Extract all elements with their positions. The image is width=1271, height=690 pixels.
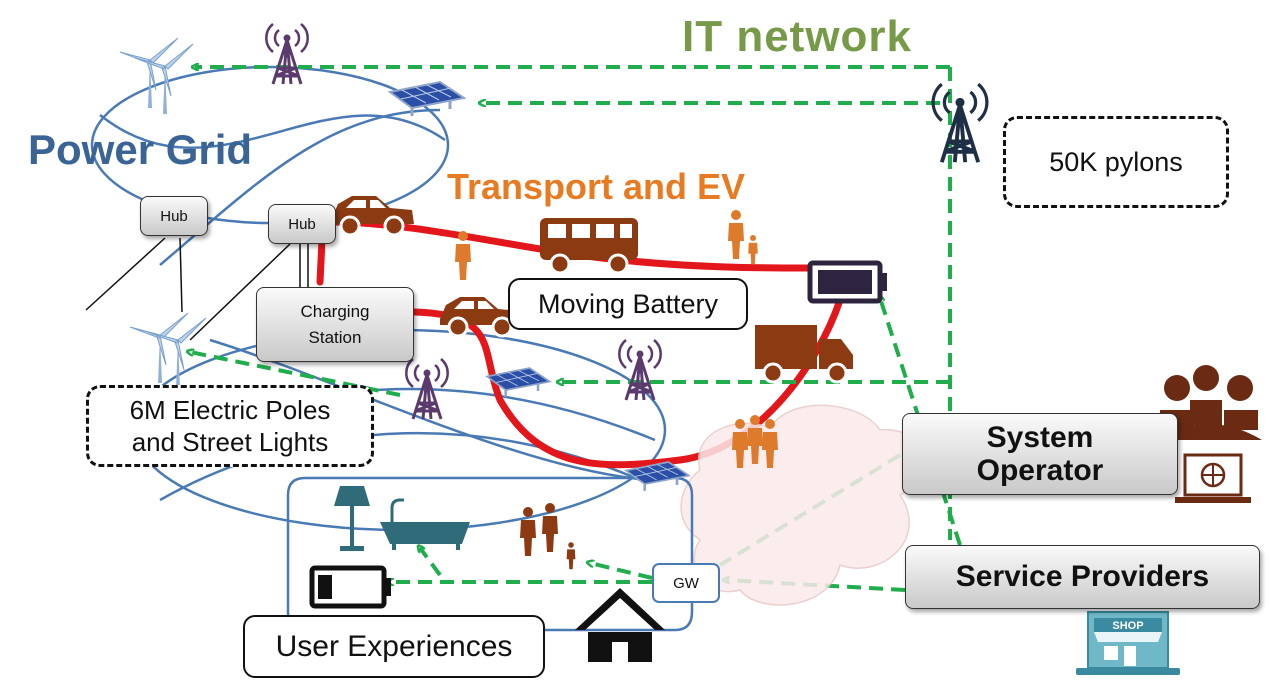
pylons-box: 50K pylons	[1003, 116, 1229, 208]
user-experiences-box: User Experiences	[243, 615, 545, 678]
grid-wires	[85, 237, 309, 341]
wind-turbine-2-icon	[134, 43, 194, 115]
transport-ev-title: Transport and EV	[447, 166, 746, 207]
big-cell-tower-icon	[931, 82, 989, 165]
power-grid-title: Power Grid	[28, 126, 253, 173]
house-icon	[575, 588, 665, 662]
system-operator-box: System Operator	[902, 413, 1178, 495]
lamp-icon	[334, 486, 370, 551]
home-battery-icon	[309, 565, 391, 609]
bathtub-icon	[380, 498, 470, 550]
gateway-box: GW	[652, 563, 720, 603]
cell-tower-3-icon	[617, 338, 663, 402]
shop-laptop-icon: SHOP	[1076, 611, 1180, 675]
hub-1-box: Hub	[140, 196, 208, 236]
group-of-people-icon	[732, 415, 778, 468]
cell-tower-1-icon	[264, 22, 310, 86]
it-network-title: IT network	[682, 12, 913, 61]
shop-sign-text: SHOP	[1112, 620, 1143, 632]
charging-station-box: Charging Station	[256, 287, 414, 362]
operator-group-icon	[1156, 365, 1262, 440]
hub-2-box: Hub	[268, 204, 336, 244]
electric-poles-box: 6M Electric Poles and Street Lights	[86, 385, 374, 467]
car-1-icon	[330, 194, 416, 237]
service-providers-box: Service Providers	[905, 545, 1260, 609]
ev-battery-icon	[807, 260, 887, 304]
laptop-web-icon	[1175, 453, 1251, 503]
truck-icon	[755, 325, 853, 384]
house-frame	[286, 476, 694, 632]
bus-icon	[540, 218, 638, 275]
moving-battery-box: Moving Battery	[508, 278, 748, 330]
parent-child-icon	[728, 210, 758, 265]
